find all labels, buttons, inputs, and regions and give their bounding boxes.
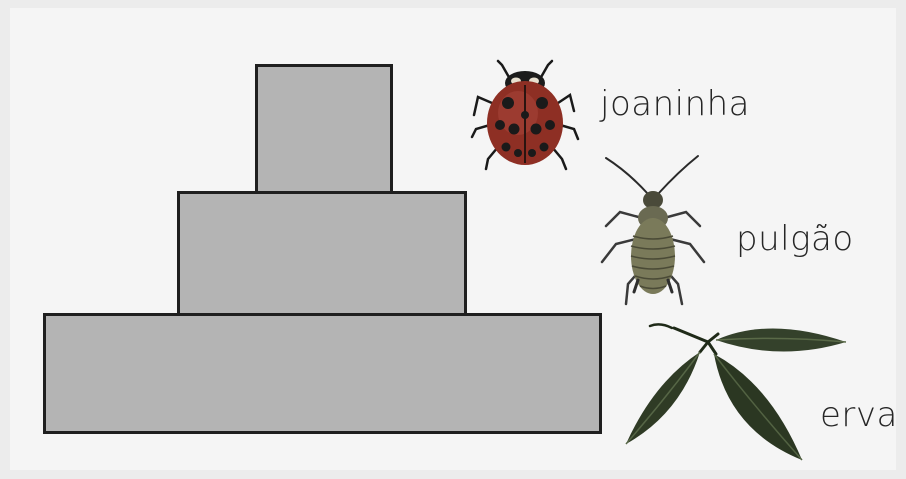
grass-label: erva [820, 395, 898, 435]
pyramid-tier-top [255, 64, 393, 194]
ladybug-icon [470, 55, 580, 175]
aphid-icon [598, 152, 710, 312]
pyramid-tier-middle [177, 191, 467, 316]
pyramid-tier-bottom [43, 313, 602, 434]
ladybug-label: joaninha [600, 84, 750, 124]
leaf-icon [620, 318, 852, 464]
aphid-label: pulgão [736, 219, 854, 259]
